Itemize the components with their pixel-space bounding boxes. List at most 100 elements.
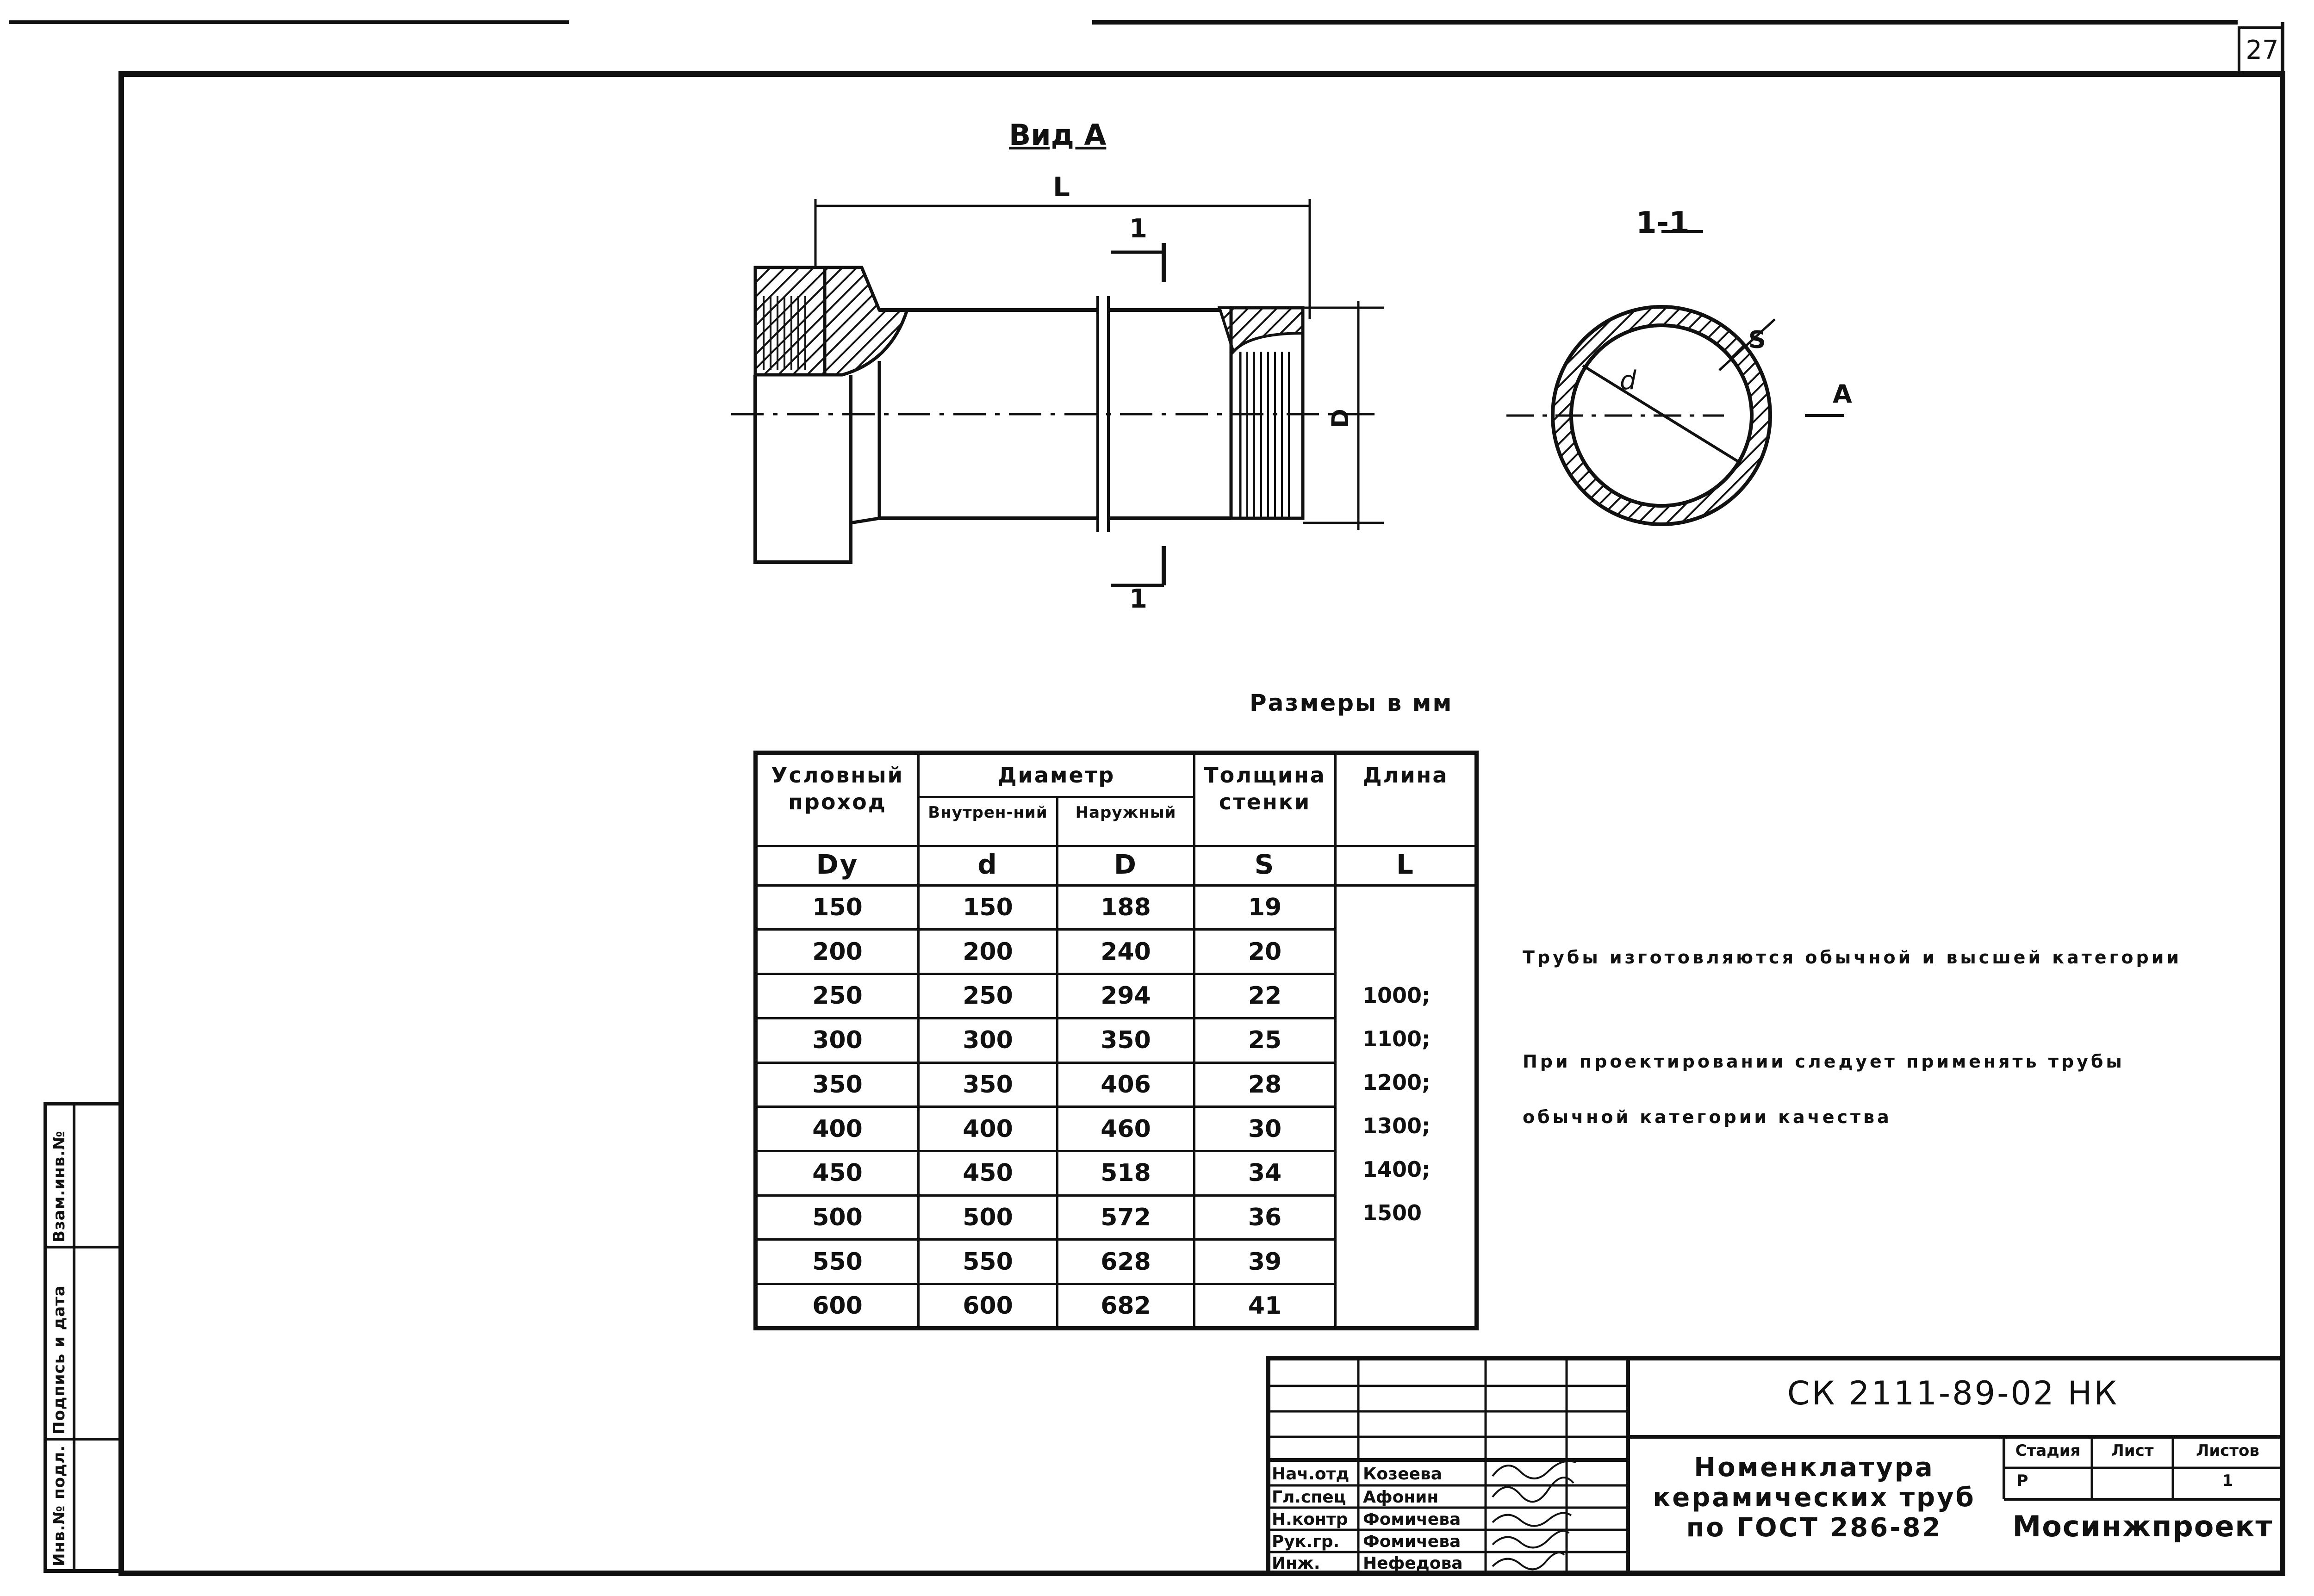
table-row: 150 150 188 19 1000; 1100; 1200; 1300; 1… [754, 884, 1478, 1330]
table-row: 400 400 460 30 [754, 1105, 1477, 1152]
table-row: 450 450 518 34 [754, 1149, 1477, 1197]
cell-wall: 30 [1193, 1105, 1337, 1152]
header-outer-symbol: D [1056, 845, 1196, 887]
table-row: 350 350 406 28 [754, 1061, 1477, 1108]
signatory-name: Козеева [1363, 1465, 1442, 1484]
signatory-role: Гл.спец [1272, 1488, 1346, 1507]
cell-inner: 150 [917, 884, 1058, 931]
pipe-cross-section [1506, 230, 1844, 526]
header-outer: Наружный [1056, 795, 1196, 847]
section-mark-top: 1 [1129, 214, 1147, 244]
table-row: 500 500 572 36 [754, 1194, 1477, 1241]
cell-wall: 36 [1193, 1194, 1337, 1241]
header-length: Длина [1334, 751, 1478, 847]
header-length-symbol: L [1334, 845, 1478, 887]
header-diameter: Диаметр [917, 751, 1196, 798]
signatory-role: Нач.отд [1272, 1465, 1350, 1484]
side-stamp-signature: Подпись и дата [50, 1285, 68, 1435]
cell-wall: 41 [1193, 1283, 1337, 1329]
section-title: 1-1 [1636, 206, 1690, 240]
header-nominal: Условный проход [754, 751, 920, 847]
cell-dy: 200 [754, 928, 920, 975]
signatory-name: Нефедова [1363, 1554, 1463, 1573]
title-line: Номенклатура [1694, 1453, 1935, 1483]
cell-outer: 294 [1056, 973, 1196, 1019]
stage-header: Стадия [2015, 1441, 2081, 1460]
sheets-header: Листов [2196, 1441, 2259, 1460]
view-label: Вид А [1009, 118, 1107, 152]
cell-outer: 350 [1056, 1017, 1196, 1064]
cell-dy: 150 [754, 884, 920, 931]
sheet-header: Лист [2111, 1441, 2154, 1460]
note-line: При проектировании следует применять тру… [1523, 1051, 2125, 1072]
signatory-name: Афонин [1363, 1488, 1439, 1507]
table-row: 550 550 628 39 [754, 1238, 1477, 1285]
cell-inner: 600 [917, 1283, 1058, 1329]
organization-name: Мосинжпроект [2012, 1509, 2273, 1543]
cell-inner: 450 [917, 1149, 1058, 1197]
signatory-name: Фомичева [1363, 1510, 1461, 1529]
cell-lengths: 1000; 1100; 1200; 1300; 1400; 1500 [1334, 884, 1478, 1330]
table-row: 250 250 294 22 [754, 973, 1477, 1019]
length-value: 1500 [1362, 1200, 1422, 1225]
cell-outer: 682 [1056, 1283, 1196, 1329]
cell-inner: 400 [917, 1105, 1058, 1152]
arrow-label: A [1833, 379, 1852, 409]
signatory-role: Рук.гр. [1272, 1532, 1340, 1551]
cell-wall: 19 [1193, 884, 1337, 931]
pipe-side-view [731, 199, 1384, 587]
side-stamp-inventory: Инв.№ подл. [50, 1445, 68, 1566]
header-nominal-symbol: Dy [754, 845, 920, 887]
header-wall: Толщина стенки [1193, 751, 1337, 847]
table-row: 200 200 240 20 [754, 928, 1477, 975]
sheets-value: 1 [2222, 1472, 2233, 1490]
header-inner: Внутрен-ний [917, 795, 1058, 847]
header-inner-symbol: d [917, 845, 1058, 887]
cell-dy: 600 [754, 1283, 920, 1329]
table-row: 600 600 682 41 [754, 1283, 1477, 1329]
document-title: Номенклатура керамических труб по ГОСТ 2… [1629, 1453, 1999, 1543]
cell-wall: 20 [1193, 928, 1337, 975]
pipe-spec-table: Условный проход Диаметр Толщина стенки Д… [753, 751, 1479, 1330]
cell-dy: 350 [754, 1061, 920, 1108]
signatory-role: Инж. [1272, 1554, 1320, 1573]
cell-inner: 350 [917, 1061, 1058, 1108]
header-wall-symbol: S [1193, 845, 1337, 887]
diameter-label: D [1326, 409, 1354, 428]
cell-dy: 300 [754, 1017, 920, 1064]
cell-outer: 628 [1056, 1238, 1196, 1285]
length-label: L [1053, 171, 1070, 203]
cell-wall: 39 [1193, 1238, 1337, 1285]
length-value: 1200; [1362, 1069, 1431, 1095]
page-number: 27 [2246, 35, 2279, 65]
cell-outer: 572 [1056, 1194, 1196, 1241]
cell-dy: 250 [754, 973, 920, 1019]
title-block-grid [1266, 1356, 2285, 1576]
cell-inner: 500 [917, 1194, 1058, 1241]
cell-dy: 500 [754, 1194, 920, 1241]
cell-inner: 300 [917, 1017, 1058, 1064]
signatory-role: Н.контр [1272, 1510, 1348, 1529]
cell-outer: 240 [1056, 928, 1196, 975]
length-value: 1400; [1362, 1156, 1431, 1182]
length-value: 1100; [1362, 1026, 1431, 1051]
cell-dy: 400 [754, 1105, 920, 1152]
cell-outer: 188 [1056, 884, 1196, 931]
length-value: 1300; [1362, 1113, 1431, 1138]
cell-inner: 200 [917, 928, 1058, 975]
cell-inner: 550 [917, 1238, 1058, 1285]
document-code: СК 2111-89-02 НК [1787, 1374, 2119, 1412]
cell-inner: 250 [917, 973, 1058, 1019]
side-stamp-replace: Взам.инв.№ [50, 1130, 68, 1242]
cell-wall: 25 [1193, 1017, 1337, 1064]
signatory-name: Фомичева [1363, 1532, 1461, 1551]
section-mark-bottom: 1 [1129, 584, 1147, 614]
cell-dy: 550 [754, 1238, 920, 1285]
cell-dy: 450 [754, 1149, 920, 1197]
note-line: обычной категории качества [1523, 1107, 1892, 1127]
length-value: 1000; [1362, 982, 1431, 1008]
cell-wall: 28 [1193, 1061, 1337, 1108]
title-line: керамических труб [1653, 1482, 1976, 1513]
cell-outer: 460 [1056, 1105, 1196, 1152]
